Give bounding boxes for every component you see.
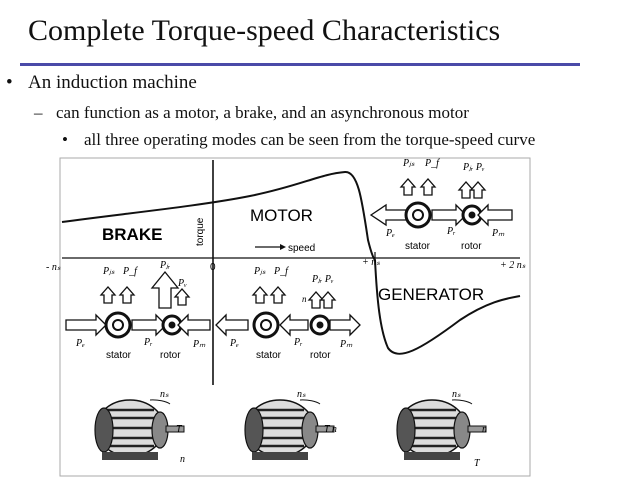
ns-arc [149,399,171,405]
speed-arrow-head [280,244,286,250]
pm-label: Pₘ [491,228,505,239]
torque-axis-label: torque [195,217,206,246]
speed-axis-label: speed [288,243,315,254]
neg-ns-label: - nₛ [46,262,61,273]
title-underline [20,63,580,66]
pr-arrow [431,203,467,227]
ns-label: nₛ [160,389,169,400]
t-label: T [474,458,481,469]
pos-ns-label: + nₛ [362,257,380,268]
ns-arc [451,399,473,405]
stator-label: stator [405,241,431,252]
t-label: T [176,424,183,435]
pe-arrow [65,313,107,337]
ns-arc [299,399,321,405]
rotor-label: rotor [461,241,482,252]
machine-generator: nₛ n T [395,389,488,469]
origin-label: 0 [210,262,216,273]
pjs-label: Pⱼₛ [253,266,266,277]
bullet-marker: – [34,103,43,122]
pf-label: P_f [424,158,440,169]
bullet-marker: • [6,72,13,93]
pjs-label: Pⱼₛ [402,158,415,169]
pf-label: P_f [122,266,138,277]
pe-label: Pₑ [75,338,85,349]
pr-label: Pᵣ [446,226,456,237]
rotor-symbol [309,314,331,336]
pm-label: Pₘ [339,339,353,350]
pf-label: P_f [273,266,289,277]
pm-arrow [329,313,361,337]
stator-symbol [404,201,432,229]
pos-2ns-label: + 2 nₛ [500,260,526,271]
tn-label: T n [324,424,337,435]
torque-speed-curve [61,170,521,355]
bullet-level-2: –can function as a motor, a brake, and a… [34,103,469,123]
machine-motor: nₛ T n [243,389,337,462]
bullet-text: all three operating modes can be seen fr… [84,130,536,149]
generator-label: GENERATOR [378,285,484,304]
n-label: n [180,454,185,465]
pv-label: Pᵥ [177,278,187,289]
pjs-label: Pⱼₛ [102,266,115,277]
bullet-text: An induction machine [28,72,197,93]
rotor-label: rotor [310,350,331,361]
motor-label: MOTOR [250,206,313,225]
ns-label: nₛ [297,389,306,400]
pe-label: Pₑ [385,228,395,239]
pe-arrow [215,313,249,337]
machine-brake: nₛ T n [93,389,186,465]
stator-label: stator [106,350,132,361]
stator-label: stator [256,350,282,361]
pr-arrow [279,313,309,337]
brake-power-flow: Pⱼₛ P_f Pⱼᵣ Pᵥ Pₑ Pᵣ Pₘ stator rotor [65,260,211,361]
slide-title: Complete Torque-speed Characteristics [28,14,501,47]
pm-arrow [177,313,211,337]
pjr-pv-label: Pⱼᵣ Pᵥ [311,274,334,285]
pm-label: Pₘ [192,339,206,350]
pm-arrow [477,203,513,227]
rotor-label: rotor [160,350,181,361]
pr-label: Pᵣ [143,337,153,348]
pjr-arrow [150,270,180,309]
bullet-level-1: • An induction machine [6,72,197,94]
generator-power-flow: Pⱼₛ P_f Pⱼᵣ Pᵥ n Pₑ Pᵣ Pₘ stator rotor [215,266,361,361]
pr-label: Pᵣ [293,337,303,348]
n-label: n [482,424,487,435]
n-label: n [302,294,307,304]
pjr-label: Pⱼᵣ [159,260,171,271]
bullet-level-3: • all three operating modes can be seen f… [62,130,535,150]
pjr-pv-label: Pⱼᵣ Pᵥ [462,162,485,173]
bullet-marker: • [62,130,68,149]
stator-symbol [104,311,132,339]
bullet-text: can function as a motor, a brake, and an… [56,103,469,122]
ns-label: nₛ [452,389,461,400]
stator-symbol [252,311,280,339]
pr-arrow [131,313,167,337]
motor-power-flow: Pⱼₛ P_f Pⱼᵣ Pᵥ Pₑ Pᵣ Pₘ stator rotor [369,158,513,252]
brake-label: BRAKE [102,225,162,244]
pe-label: Pₑ [229,338,239,349]
